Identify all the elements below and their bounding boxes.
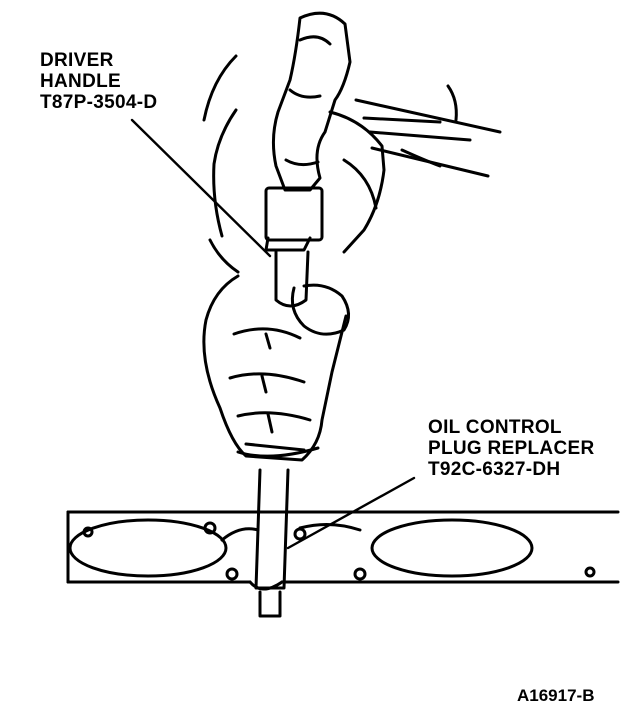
- driver-handle-callout: DRIVER HANDLE T87P-3504-D: [40, 50, 157, 113]
- plug-callout-line1: OIL CONTROL: [428, 417, 562, 438]
- driver-leader-line: [130, 118, 272, 258]
- gripping-hand: [202, 274, 350, 462]
- arm-sleeve: [202, 54, 502, 274]
- figure-id: A16917-B: [517, 686, 595, 705]
- driver-callout-line1: DRIVER: [40, 50, 114, 71]
- driver-handle-tool: [254, 11, 352, 618]
- plug-callout-line2: PLUG REPLACER: [428, 438, 595, 459]
- plug-replacer-callout: OIL CONTROL PLUG REPLACER T92C-6327-DH: [428, 417, 594, 480]
- driver-part-number: T87P-3504-D: [40, 92, 158, 113]
- plug-part-number: T92C-6327-DH: [428, 459, 561, 480]
- cylinder-head-plate: [66, 510, 620, 591]
- driver-callout-line2: HANDLE: [40, 71, 121, 92]
- plug-leader-line: [286, 476, 416, 550]
